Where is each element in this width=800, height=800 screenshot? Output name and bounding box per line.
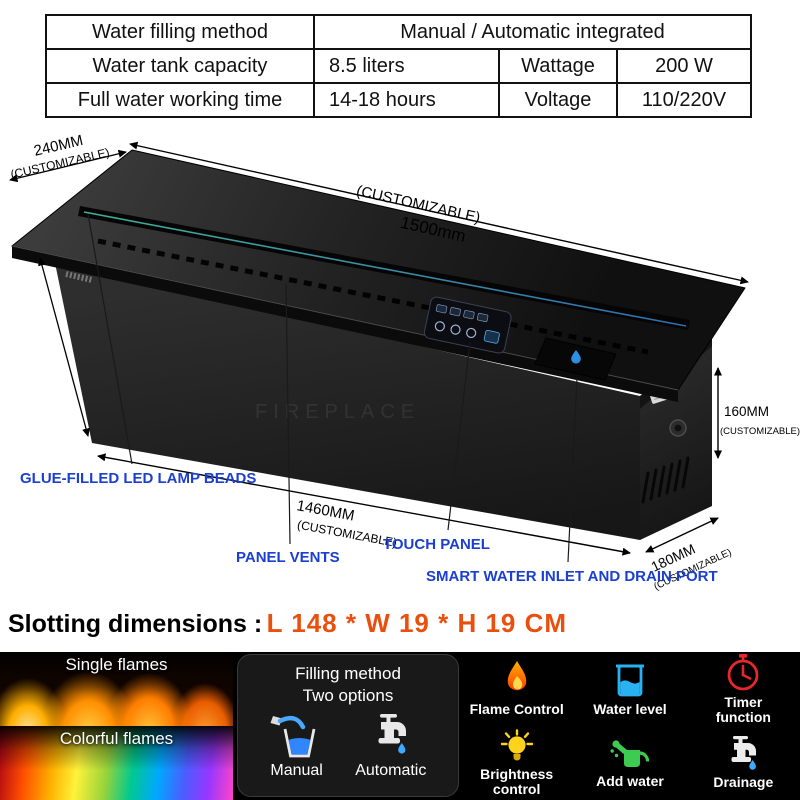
dim-depth-label: 240MM (CUSTOMIZABLE) <box>9 132 111 182</box>
spec-table: Water filling method Manual / Automatic … <box>45 14 752 118</box>
spec-value-voltage: 110/220V <box>616 82 752 118</box>
timer-icon <box>727 653 759 691</box>
dim-depth-line <box>9 149 127 183</box>
flame-tile-single: Single flames <box>0 652 233 726</box>
leader-touch <box>447 341 471 531</box>
drainage-icon <box>731 736 757 770</box>
filling-option-manual: Manual <box>270 713 324 780</box>
feature-label: Water level <box>593 701 667 718</box>
feature-drainage: Drainage <box>687 726 800 800</box>
feature-grid: Flame Control Water level Timer function <box>460 652 800 800</box>
water-tank-lid <box>534 337 617 381</box>
dim-length-line <box>129 141 749 285</box>
flange-front-edge <box>12 246 678 402</box>
feature-label: Brightness control <box>480 765 554 797</box>
table-row: Full water working time 14-18 hours Volt… <box>45 82 752 118</box>
dim-side-depth-line <box>645 517 719 553</box>
slotting-label: Slotting dimensions : <box>8 610 263 638</box>
filling-method-panel: Filling method Two options Manual <box>237 654 459 797</box>
fireplace-illustration: FIREPLACE <box>9 132 800 593</box>
leader-vents <box>285 283 291 545</box>
water-drop-icon <box>571 350 581 364</box>
spec-label-voltage: Voltage <box>498 82 618 118</box>
feature-strip: Single flames Colorful flames Filling me… <box>0 652 800 800</box>
feature-label: Drainage <box>713 774 774 791</box>
dim-left-edge-line <box>38 257 90 437</box>
leader-led <box>87 213 133 465</box>
spec-value-tank-capacity: 8.5 liters <box>313 48 500 84</box>
touch-panel <box>423 296 512 354</box>
spec-value-wattage: 200 W <box>616 48 752 84</box>
flame-tile-label: Single flames <box>65 655 168 674</box>
water-level-icon <box>615 664 644 697</box>
callout-panel-vents: PANEL VENTS <box>236 549 340 566</box>
dim-inner-length-line <box>97 453 631 556</box>
spec-value-working-time: 14-18 hours <box>313 82 500 118</box>
automatic-faucet-icon <box>378 714 406 754</box>
table-row: Water tank capacity 8.5 liters Wattage 2… <box>45 48 752 84</box>
leader-inlet <box>567 377 578 563</box>
feature-water-level: Water level <box>573 652 686 726</box>
slotting-value: L 148 * W 19 * H 19 CM <box>266 608 568 638</box>
dim-height-label: 160MM <box>724 404 769 419</box>
spec-label-working-time: Full water working time <box>45 82 315 118</box>
callout-led-lamp-beads: GLUE-FILLED LED LAMP BEADS <box>20 470 257 487</box>
filling-subtitle: Two options <box>302 686 394 706</box>
slotting-dimensions: Slotting dimensions : L 148 * W 19 * H 1… <box>8 608 567 639</box>
spec-label-wattage: Wattage <box>498 48 618 84</box>
feature-brightness: Brightness control <box>460 726 573 800</box>
feature-flame-control: Flame Control <box>460 652 573 726</box>
filling-title: Filling method <box>295 664 401 683</box>
manual-label: Manual <box>270 762 323 780</box>
feature-label: Add water <box>596 773 664 790</box>
flame-tile-colorful: Colorful flames <box>0 726 233 800</box>
flame-icon <box>507 661 526 691</box>
feature-label: Flame Control <box>469 701 564 718</box>
drain-port-center <box>674 424 682 432</box>
manual-pour-icon <box>270 716 315 758</box>
spec-label-filling-method: Water filling method <box>45 14 315 50</box>
table-row: Water filling method Manual / Automatic … <box>45 14 752 50</box>
side-vent-grille <box>641 456 690 504</box>
callout-water-inlet: SMART WATER INLET AND DRAIN PORT <box>426 568 718 585</box>
feature-label: Timer function <box>715 693 771 725</box>
add-water-icon <box>610 740 650 768</box>
flame-tile-label: Colorful flames <box>59 729 174 748</box>
feature-timer: Timer function <box>687 652 800 726</box>
dim-height-note: (CUSTOMIZABLE) <box>720 426 800 437</box>
brightness-icon <box>500 728 533 761</box>
filling-option-automatic: Automatic <box>355 713 426 780</box>
automatic-label: Automatic <box>355 762 427 780</box>
watermark: FIREPLACE <box>255 401 420 423</box>
spec-label-tank-capacity: Water tank capacity <box>45 48 315 84</box>
spec-value-filling-method: Manual / Automatic integrated <box>313 14 752 50</box>
callout-touch-panel: TOUCH PANEL <box>383 536 490 553</box>
feature-add-water: Add water <box>573 726 686 800</box>
